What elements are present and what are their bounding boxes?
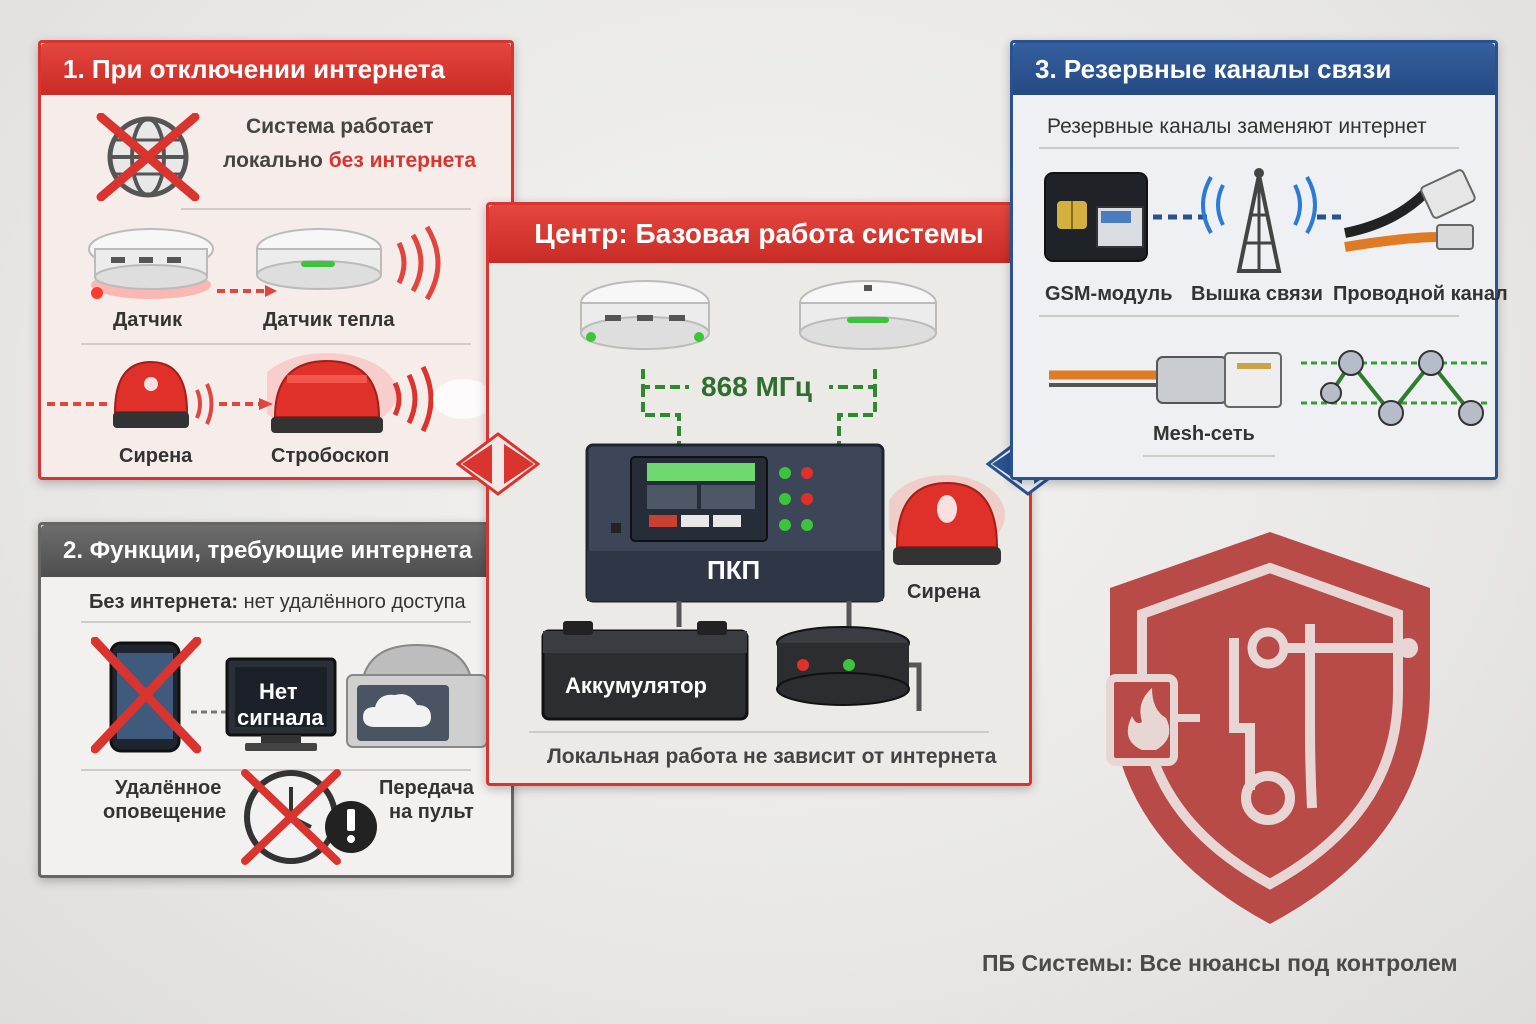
center-divider: [529, 731, 989, 733]
monitor-icon: [221, 655, 341, 755]
siren-icon: [47, 358, 277, 438]
functions-divider: [81, 621, 471, 623]
label-detector: Датчик: [113, 309, 183, 331]
offline-text-line2: локально без интернета: [223, 149, 476, 173]
label-transfer-line2: на пульт: [389, 801, 474, 823]
frequency-label: 868 МГц: [701, 371, 812, 402]
shield-logo-icon: [1100, 528, 1440, 928]
cell-tower-icon: [1199, 155, 1349, 275]
mesh-network-icon: [1301, 333, 1491, 443]
dashed-connector-icon: [191, 707, 231, 717]
panel-internet-functions-title: 2. Функции, требующие интернета: [41, 525, 511, 577]
battery-label: Аккумулятор: [565, 673, 707, 698]
screen-line-2: сигнала: [237, 705, 324, 730]
battery-icon: [539, 619, 751, 723]
backup-divider-3: [1143, 455, 1275, 457]
functions-divider-2: [81, 769, 471, 771]
panel-backup-channels: 3. Резервные каналы связи Резервные кана…: [1010, 40, 1508, 480]
phone-crossed-icon: [91, 637, 201, 757]
wireless-detector-right-icon: [793, 275, 943, 365]
no-internet-rest: нет удалённого доступа: [238, 591, 466, 613]
panel-offline: 1. При отключении интернета Система рабо…: [38, 40, 514, 480]
offline-text-no-internet: без интернета: [328, 149, 477, 172]
offline-divider-2: [81, 343, 471, 345]
dashed-arrow-icon: [217, 285, 277, 297]
panel-internet-functions: 2. Функции, требующие интернета Без инте…: [38, 522, 514, 878]
label-strobe: Стробоскоп: [271, 445, 390, 467]
panel-offline-title: 1. При отключении интернета: [41, 43, 511, 95]
offline-divider: [181, 208, 471, 210]
label-remote-line2: оповещение: [103, 801, 227, 823]
center-siren-icon: [889, 475, 1009, 575]
backup-divider-2: [1039, 315, 1459, 317]
wired-cable-icon: [1341, 163, 1481, 273]
no-internet-text: Без интернета: нет удалённого доступа: [89, 591, 466, 614]
label-gsm: GSM-модуль: [1045, 283, 1173, 305]
router-module-icon: [773, 623, 913, 707]
radio-link-lines: [639, 365, 879, 451]
offline-text-line1: Система работает: [246, 115, 434, 138]
label-wired: Проводной канал: [1333, 283, 1508, 305]
offline-text-local: локально: [223, 149, 329, 172]
no-internet-bold: Без интернета:: [89, 591, 239, 613]
control-panel-label: ПКП: [707, 555, 761, 585]
strobe-icon: [267, 353, 497, 443]
red-diamond-icon: [456, 432, 540, 496]
label-remote-line1: Удалённое: [115, 777, 222, 799]
wireless-detector-left-icon: [575, 275, 715, 365]
globe-crossed-icon: [93, 113, 203, 201]
smoke-detector-icon: [81, 223, 221, 303]
ethernet-cable-icon: [1049, 333, 1289, 423]
gsm-module-icon: [1041, 167, 1211, 267]
backup-divider: [1039, 147, 1459, 149]
clock-crossed-icon: [231, 767, 381, 867]
label-siren: Сирена: [119, 445, 193, 467]
backup-subtitle: Резервные каналы заменяют интернет: [1047, 115, 1427, 138]
panel-center-title: Центр: Базовая работа системы: [489, 205, 1029, 263]
heat-detector-icon: [249, 223, 449, 303]
center-footer: Локальная работа не зависит от интернета: [547, 745, 997, 768]
panel-backup-title: 3. Резервные каналы связи: [1013, 43, 1495, 95]
label-heat-detector: Датчик тепла: [263, 309, 395, 331]
panel-center: Центр: Базовая работа системы 868 МГц: [486, 202, 1032, 786]
brand-tagline: ПБ Системы: Все нюансы под контролем: [982, 950, 1458, 976]
center-siren-label: Сирена: [907, 581, 981, 603]
label-mesh: Mesh-сеть: [1153, 423, 1255, 445]
cloud-server-icon: [341, 635, 501, 755]
label-transfer-line1: Передача: [379, 777, 474, 799]
label-tower: Вышка связи: [1191, 283, 1323, 305]
screen-line-1: Нет: [259, 679, 298, 704]
control-panel-icon: [585, 443, 885, 603]
